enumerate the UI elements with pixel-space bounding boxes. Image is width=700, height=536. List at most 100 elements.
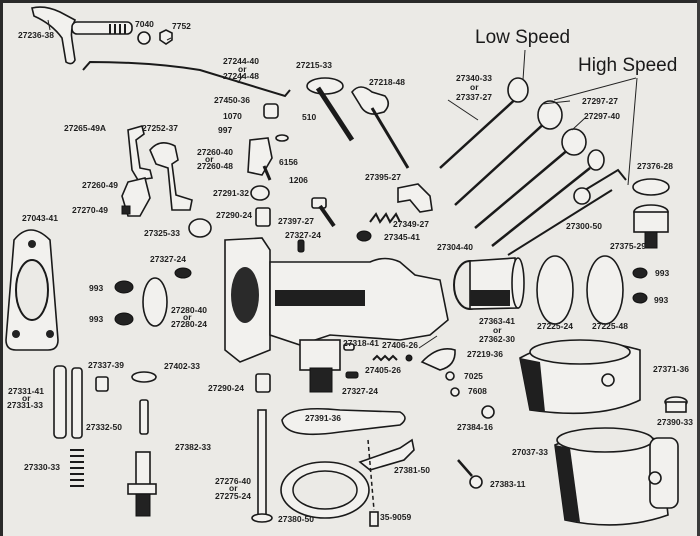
label-27260-or: or xyxy=(205,154,214,164)
screw-35-9059-shape xyxy=(369,511,379,527)
gasket-27391-shape xyxy=(281,407,406,436)
label-510: 510 xyxy=(302,112,316,122)
label-27331-33: 27331-33 xyxy=(7,400,43,410)
label-27276-or: or xyxy=(229,483,238,493)
label-27290-24-lower: 27290-24 xyxy=(208,383,244,393)
label-27381-50: 27381-50 xyxy=(394,465,430,475)
washer-27376-shape xyxy=(632,178,670,196)
part-27290-shape xyxy=(255,207,271,227)
throttle-rod xyxy=(82,60,291,98)
valve-27382 xyxy=(127,399,157,517)
label-27380-50: 27380-50 xyxy=(278,514,314,524)
screw-993-a-shape xyxy=(114,280,134,294)
label-27405-26: 27405-26 xyxy=(365,365,401,375)
washer-7040-shape xyxy=(137,31,151,45)
part-27318-shape xyxy=(343,343,355,351)
heading-low-speed: Low Speed xyxy=(475,27,570,48)
label-993-lower-right: 993 xyxy=(654,295,668,305)
label-27363-41: 27363-41 xyxy=(479,316,515,326)
label-27276-40: 27276-40 xyxy=(215,476,251,486)
label-27371-36: 27371-36 xyxy=(653,364,689,374)
label-27331-41: 27331-41 xyxy=(8,386,44,396)
label-6156: 6156 xyxy=(279,157,298,167)
label-27252-37: 27252-37 xyxy=(142,123,178,133)
label-27340-33: 27340-33 xyxy=(456,73,492,83)
label-27362-30: 27362-30 xyxy=(479,334,515,344)
plate-27280-shape xyxy=(142,277,168,327)
disc-27225-48-shape xyxy=(586,255,624,325)
frame-border-right xyxy=(697,0,700,536)
float-bowl-27371 xyxy=(519,339,641,415)
label-27275-24: 27275-24 xyxy=(215,491,251,501)
label-27383-11: 27383-11 xyxy=(490,479,526,489)
screw-27383 xyxy=(457,459,483,489)
label-27406-26: 27406-26 xyxy=(382,340,418,350)
choke-lever xyxy=(31,6,133,65)
leader-lines xyxy=(47,19,638,349)
label-27297-40: 27297-40 xyxy=(584,111,620,121)
heading-high-speed: High Speed xyxy=(578,55,677,76)
label-27384-16: 27384-16 xyxy=(457,422,493,432)
label-27391-36: 27391-36 xyxy=(305,413,341,423)
plug-27390 xyxy=(664,396,688,413)
label-7752: 7752 xyxy=(172,21,191,31)
label-27043-41: 27043-41 xyxy=(22,213,58,223)
gasket-27402-shape xyxy=(131,371,157,383)
label-27297-27: 27297-27 xyxy=(582,96,618,106)
plug-27325-shape xyxy=(188,218,212,238)
tube-27332-shape xyxy=(71,367,83,439)
spring-27405-shape xyxy=(372,354,398,362)
label-27376-28: 27376-28 xyxy=(637,161,673,171)
jet-27331-shape xyxy=(53,365,67,439)
label-27332-50: 27332-50 xyxy=(86,422,122,432)
label-7608: 7608 xyxy=(468,386,487,396)
label-27280-24: 27280-24 xyxy=(171,319,207,329)
screw-993-b-shape xyxy=(114,312,134,326)
label-1070: 1070 xyxy=(223,111,242,121)
carburetor-body xyxy=(224,237,449,393)
screw-993-c-shape xyxy=(632,267,648,279)
shaft-27276 xyxy=(251,409,273,523)
label-27331-or: or xyxy=(22,393,31,403)
label-993-upper-right: 993 xyxy=(655,268,669,278)
label-27382-33: 27382-33 xyxy=(175,442,211,452)
jet-body-27375 xyxy=(633,204,669,249)
frame-border-top xyxy=(0,0,700,3)
levers-group xyxy=(121,125,289,217)
label-27450-36: 27450-36 xyxy=(214,95,250,105)
choke-shaft-27218 xyxy=(351,86,410,169)
label-27402-33: 27402-33 xyxy=(164,361,200,371)
part-27291-shape xyxy=(250,185,270,201)
label-27265-49A: 27265-49A xyxy=(64,123,106,133)
part-labels: 27236-38 7040 7752 27244-40 or 27244-48 … xyxy=(7,19,693,524)
part-27450-shape xyxy=(263,103,279,119)
label-27215-33: 27215-33 xyxy=(296,60,332,70)
part-7608-shape xyxy=(450,387,460,397)
disc-27225-24-shape xyxy=(536,255,574,325)
label-993-upper-left: 993 xyxy=(89,283,103,293)
float-bowl-27037 xyxy=(554,427,679,526)
part-27219-shape xyxy=(420,348,456,371)
label-27219-36: 27219-36 xyxy=(467,349,503,359)
throttle-shaft-27215 xyxy=(306,77,355,142)
label-27318-41: 27318-41 xyxy=(343,338,379,348)
label-27397-27: 27397-27 xyxy=(278,216,314,226)
label-27327-24-left: 27327-24 xyxy=(150,254,186,264)
label-27345-41: 27345-41 xyxy=(384,232,420,242)
label-27363-or: or xyxy=(493,325,502,335)
venturi-27363 xyxy=(453,257,525,310)
label-27327-24-lower: 27327-24 xyxy=(342,386,378,396)
nut-7752-shape xyxy=(159,29,173,45)
label-27270-49: 27270-49 xyxy=(72,205,108,215)
label-7025: 7025 xyxy=(464,371,483,381)
label-27290-24-upper: 27290-24 xyxy=(216,210,252,220)
label-27327-24-upper: 27327-24 xyxy=(285,230,321,240)
label-27225-48: 27225-48 xyxy=(592,321,628,331)
part-27395-shape xyxy=(397,183,433,213)
label-27304-40: 27304-40 xyxy=(437,242,473,252)
needles-group xyxy=(439,77,627,256)
label-27225-24: 27225-24 xyxy=(537,321,573,331)
label-27260-48: 27260-48 xyxy=(197,161,233,171)
